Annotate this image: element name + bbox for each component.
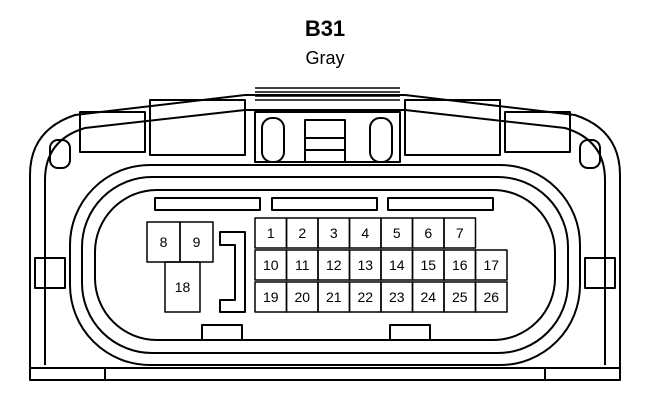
bottom-key-right bbox=[389, 324, 431, 341]
pin-number: 14 bbox=[389, 257, 405, 273]
latch-ribs bbox=[255, 87, 400, 101]
pin-number: 12 bbox=[326, 257, 342, 273]
housing-inner-shoulder bbox=[44, 109, 606, 365]
pin-number: 3 bbox=[330, 225, 338, 241]
pin-number: 8 bbox=[160, 234, 168, 250]
pin-number: 24 bbox=[420, 289, 436, 305]
pin-number: 23 bbox=[389, 289, 405, 305]
pin-number: 7 bbox=[456, 225, 464, 241]
inner-shell bbox=[81, 176, 569, 354]
right-side-tab bbox=[584, 257, 616, 289]
pin-number: 19 bbox=[263, 289, 279, 305]
pin-number: 1 bbox=[267, 225, 275, 241]
bottom-key-left bbox=[201, 324, 243, 341]
pin-number: 15 bbox=[420, 257, 436, 273]
upper-left-window bbox=[79, 111, 146, 153]
pin-number: 21 bbox=[326, 289, 342, 305]
pin-number: 16 bbox=[452, 257, 468, 273]
pin-number: 5 bbox=[393, 225, 401, 241]
pin-cell bbox=[164, 261, 201, 313]
pin-cell bbox=[474, 249, 508, 281]
upper-right-window-2 bbox=[404, 99, 501, 156]
pin-cell bbox=[443, 217, 477, 249]
pin-cavity-boundary bbox=[94, 189, 556, 341]
pin-cell bbox=[474, 281, 508, 313]
pin-number: 26 bbox=[483, 289, 499, 305]
center-latch bbox=[254, 111, 401, 163]
upper-right-window bbox=[504, 111, 571, 153]
pin-number: 25 bbox=[452, 289, 468, 305]
pin-number: 17 bbox=[483, 257, 499, 273]
pin-number: 9 bbox=[193, 234, 201, 250]
pin-number: 6 bbox=[424, 225, 432, 241]
right-peg bbox=[579, 139, 601, 169]
pin-number: 11 bbox=[295, 257, 310, 273]
housing-outline bbox=[29, 94, 621, 381]
pin-number: 13 bbox=[357, 257, 373, 273]
module-divider bbox=[219, 231, 246, 313]
pin-number: 20 bbox=[294, 289, 310, 305]
connector-id-label: B31 bbox=[304, 16, 346, 41]
upper-left-window-2 bbox=[149, 99, 246, 156]
top-keys bbox=[154, 197, 494, 211]
pin-number: 4 bbox=[361, 225, 369, 241]
pin-number: 2 bbox=[298, 225, 306, 241]
left-side-tab bbox=[34, 257, 66, 289]
pin-number: 18 bbox=[175, 279, 191, 295]
inner-shell-outer bbox=[69, 164, 581, 366]
connector-color-label: Gray bbox=[305, 48, 345, 68]
left-peg bbox=[49, 139, 71, 169]
pin-number: 22 bbox=[357, 289, 373, 305]
pin-number: 10 bbox=[263, 257, 279, 273]
